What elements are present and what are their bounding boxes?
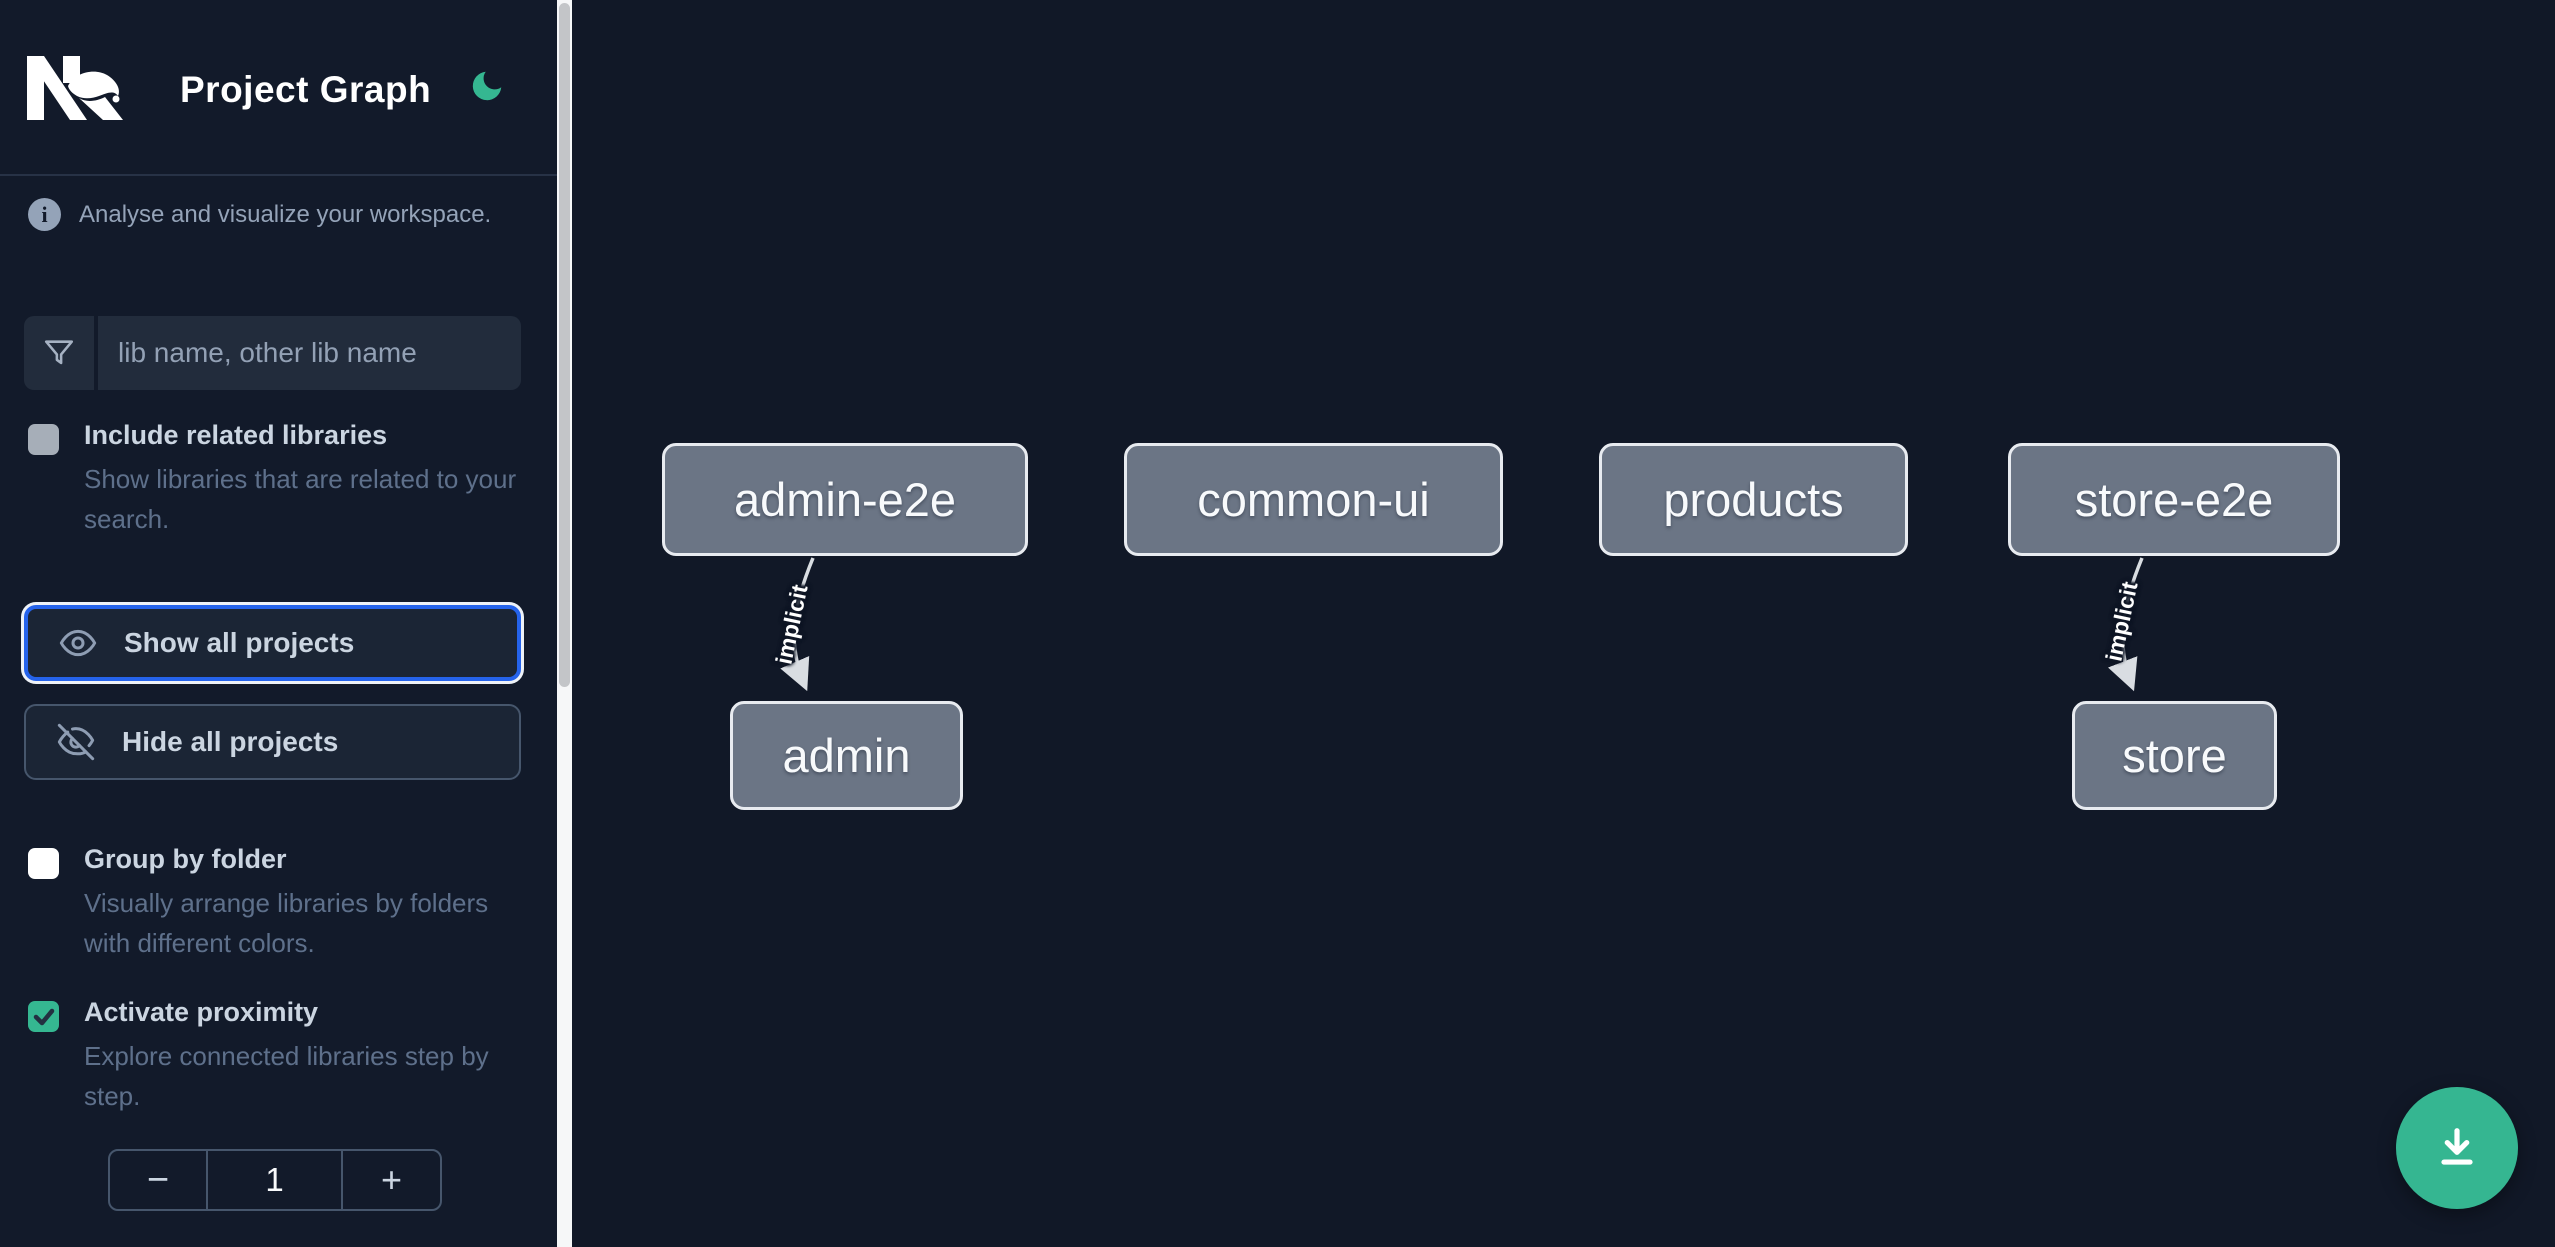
workspace-tagline-row: i Analyse and visualize your workspace. xyxy=(28,198,491,231)
stepper-decrement-button[interactable]: − xyxy=(146,1158,170,1201)
sidebar-scrollbar-thumb[interactable] xyxy=(559,3,570,687)
toggle-title: Activate proximity xyxy=(84,997,319,1027)
download-icon xyxy=(2441,1128,2473,1165)
search-box xyxy=(24,316,521,390)
filter-icon-cell xyxy=(24,316,94,390)
hide-all-projects-label: Hide all projects xyxy=(122,726,339,757)
show-all-projects-button[interactable]: Show all projects xyxy=(24,605,521,681)
stepper-value: 1 xyxy=(206,1151,343,1209)
toggle-description: Visually arrange libraries by folders wi… xyxy=(84,888,489,958)
show-all-projects-label: Show all projects xyxy=(124,627,355,658)
node-admin[interactable]: admin xyxy=(730,701,963,810)
nx-logo-icon xyxy=(27,56,123,120)
node-store-e2e[interactable]: store-e2e xyxy=(2008,443,2340,556)
toggle-include-related: Include related libraries Show libraries… xyxy=(28,420,516,539)
theme-toggle-button[interactable] xyxy=(466,66,508,108)
include-related-checkbox[interactable] xyxy=(28,424,59,455)
group-by-folder-checkbox[interactable] xyxy=(28,848,59,879)
eye-icon xyxy=(59,629,97,657)
hide-all-projects-button[interactable]: Hide all projects xyxy=(24,704,521,780)
filter-funnel-icon xyxy=(44,340,74,365)
moon-icon xyxy=(472,71,502,100)
node-products[interactable]: products xyxy=(1599,443,1908,556)
toggle-description: Explore connected libraries step by step… xyxy=(84,1041,489,1111)
workspace-tagline: Analyse and visualize your workspace. xyxy=(79,200,492,228)
node-store[interactable]: store xyxy=(2072,701,2277,810)
toggle-activate-proximity: Activate proximity Explore connected lib… xyxy=(28,997,498,1116)
eye-off-icon xyxy=(57,723,95,761)
node-common-ui[interactable]: common-ui xyxy=(1124,443,1503,556)
check-icon xyxy=(33,1008,54,1025)
search-field-cell xyxy=(98,316,521,390)
toggle-title: Group by folder xyxy=(84,844,287,874)
project-graph-canvas[interactable] xyxy=(572,0,2555,1247)
toggle-description: Show libraries that are related to your … xyxy=(84,464,517,534)
search-input[interactable] xyxy=(98,337,521,369)
node-admin-e2e[interactable]: admin-e2e xyxy=(662,443,1028,556)
stepper-increment-button[interactable]: + xyxy=(380,1159,403,1200)
proximity-depth-stepper: − 1 + xyxy=(108,1149,442,1211)
toggle-title: Include related libraries xyxy=(84,420,388,450)
search-divider xyxy=(94,316,98,390)
sidebar: Project Graph i Analyse and visualize yo… xyxy=(0,0,557,1247)
activate-proximity-checkbox[interactable] xyxy=(28,1001,59,1032)
page-title: Project Graph xyxy=(180,69,432,110)
toggle-group-by-folder: Group by folder Visually arrange librari… xyxy=(28,844,498,963)
info-icon: i xyxy=(28,198,61,231)
sidebar-header: Project Graph xyxy=(0,0,557,176)
download-graph-button[interactable] xyxy=(2396,1087,2518,1209)
